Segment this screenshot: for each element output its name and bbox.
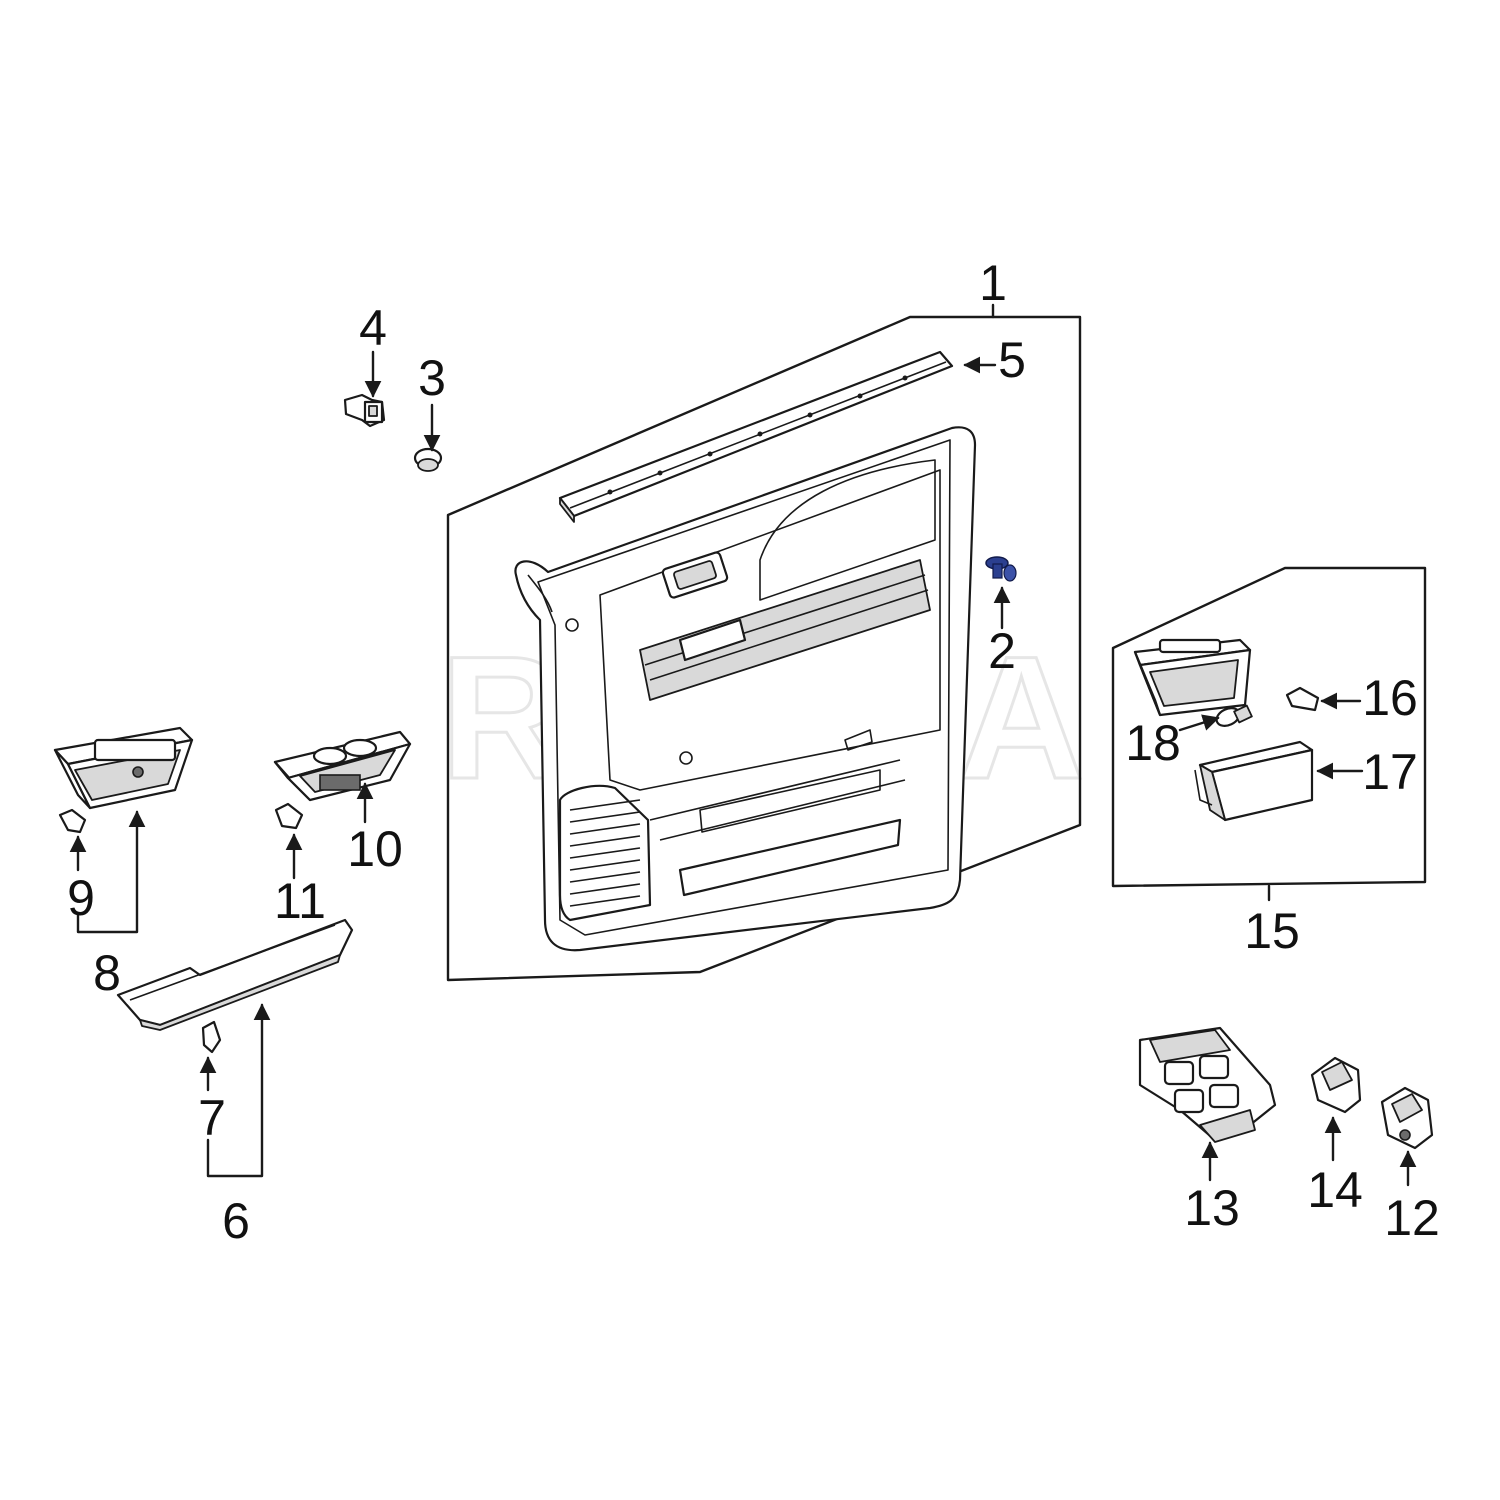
callout-15: 15 [1244, 903, 1300, 959]
switch-bezel-10[interactable] [273, 730, 412, 802]
callout-8: 8 [93, 945, 121, 1001]
callout-6: 6 [222, 1193, 250, 1249]
callout-2: 2 [988, 623, 1016, 679]
clip-part-16[interactable] [1285, 686, 1320, 712]
clip-part-2[interactable] [985, 556, 1017, 582]
lamp-lens-17[interactable] [1194, 740, 1314, 822]
clip-part-3[interactable] [413, 447, 443, 472]
assembly-group-15 [1111, 566, 1427, 902]
callout-3: 3 [418, 350, 446, 406]
callout-4: 4 [359, 300, 387, 356]
clip-part-4[interactable] [343, 393, 386, 428]
clip-part-11[interactable] [274, 802, 304, 830]
window-switch-14[interactable] [1310, 1056, 1362, 1114]
clip-part-9[interactable] [58, 808, 87, 834]
door-trim-panel-group [446, 303, 1082, 982]
callout-5: 5 [998, 332, 1026, 388]
callout-18: 18 [1125, 715, 1181, 771]
window-switch-12[interactable] [1380, 1086, 1434, 1150]
switch-bezel-8[interactable] [53, 726, 194, 810]
door-trim-panel [514, 426, 977, 952]
callout-12: 12 [1384, 1190, 1440, 1246]
callout-1: 1 [979, 255, 1007, 311]
callout-14: 14 [1307, 1162, 1363, 1218]
armrest-pad-6[interactable] [116, 918, 354, 1031]
group-outline-1 [446, 315, 1082, 982]
callout-17: 17 [1362, 744, 1418, 800]
callout-16: 16 [1362, 670, 1418, 726]
callout-10: 10 [347, 821, 403, 877]
bezel-part-15[interactable] [1133, 638, 1252, 717]
callout-7: 7 [198, 1090, 226, 1146]
callout-13: 13 [1184, 1180, 1240, 1236]
power-window-master-switch-13[interactable] [1138, 1026, 1277, 1143]
callout-11: 11 [274, 873, 326, 929]
belt-weatherstrip [558, 350, 954, 523]
clip-part-7[interactable] [201, 1020, 222, 1054]
callout-9: 9 [67, 870, 95, 926]
